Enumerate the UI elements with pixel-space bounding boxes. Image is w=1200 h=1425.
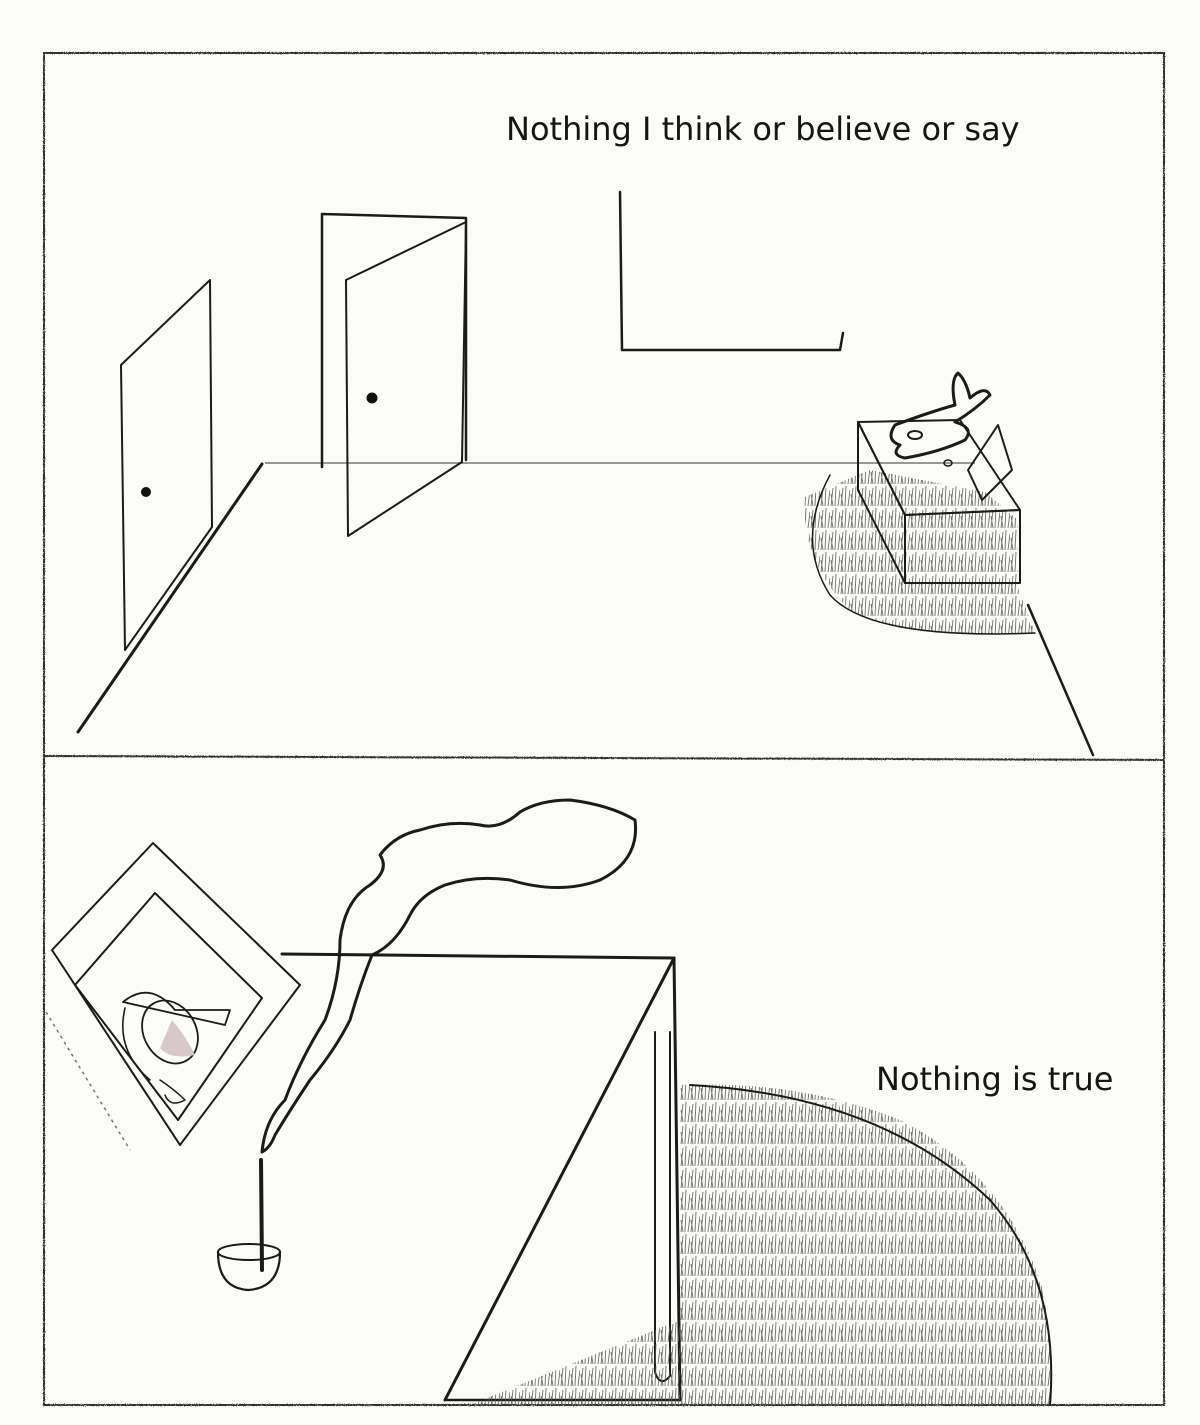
panel-1-artwork xyxy=(76,61,1095,757)
incense-bowl xyxy=(216,1250,282,1292)
box xyxy=(857,371,1021,584)
incense xyxy=(216,798,638,1292)
door-middle xyxy=(320,212,468,537)
bunny-figure xyxy=(889,371,992,460)
empty-frame-outline xyxy=(618,190,845,352)
caption-panel-1: Nothing I think or believe or say xyxy=(506,110,1020,148)
panel-2-artwork xyxy=(45,798,1053,1406)
table xyxy=(280,952,682,1402)
smoke-plume xyxy=(260,798,638,1154)
caption-panel-2: Nothing is true xyxy=(876,1060,1114,1098)
grass-rug-large xyxy=(470,1084,1052,1405)
door-left xyxy=(120,279,213,651)
grass-rug xyxy=(804,470,1035,634)
tilted-picture-frame xyxy=(51,842,301,1146)
